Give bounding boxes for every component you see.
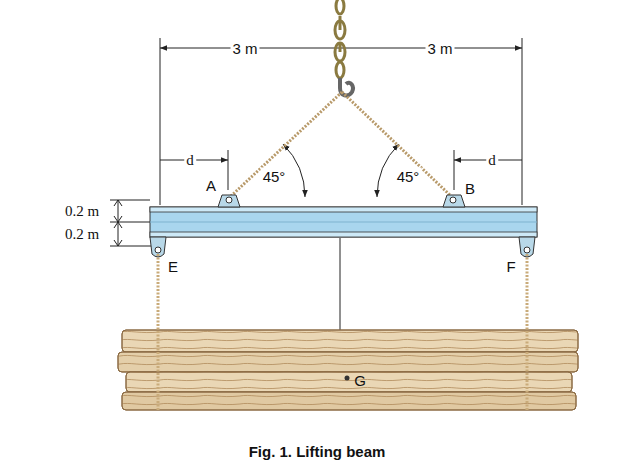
centre-of-gravity-dot xyxy=(345,376,350,381)
chain xyxy=(335,0,345,78)
angle-label: 45° xyxy=(261,168,288,185)
dimension-label: 0.2 m xyxy=(63,203,101,220)
dimension-label: 3 m xyxy=(230,40,259,57)
lifting-lugs xyxy=(218,195,465,207)
point-label: F xyxy=(504,258,517,275)
dimension-label: d xyxy=(184,152,196,169)
point-label: B xyxy=(463,180,477,197)
beam xyxy=(150,207,537,237)
timber-load xyxy=(118,330,578,410)
hanger-clevises xyxy=(150,237,535,257)
point-label: G xyxy=(352,372,368,389)
angle-label: 45° xyxy=(395,168,422,185)
figure-caption: Fig. 1. Lifting beam xyxy=(249,443,386,460)
sling-ropes xyxy=(230,92,452,197)
point-label: E xyxy=(166,258,180,275)
dimension-lines xyxy=(110,38,522,372)
dimension-label: 3 m xyxy=(425,40,454,57)
load-ropes xyxy=(158,254,527,410)
point-label: A xyxy=(204,177,218,194)
dimension-label: 0.2 m xyxy=(63,226,101,243)
dimension-label: d xyxy=(486,152,498,169)
